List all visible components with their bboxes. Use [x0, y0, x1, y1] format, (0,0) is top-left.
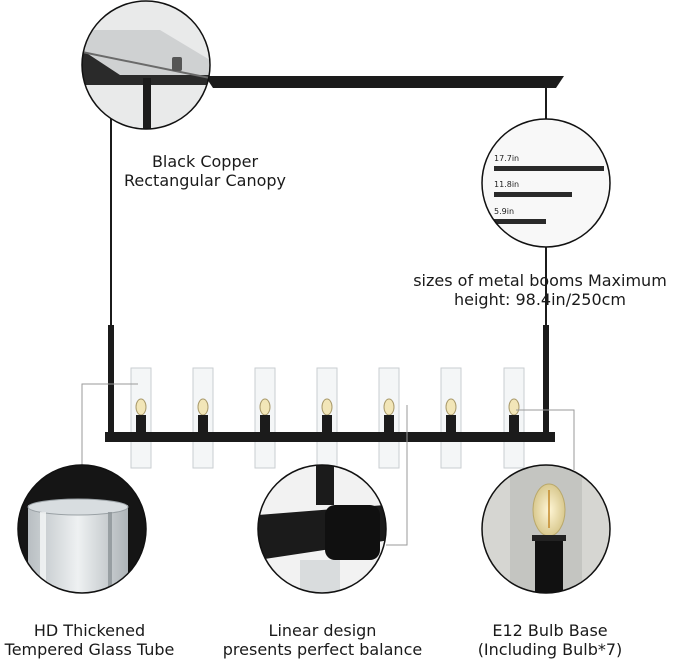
glass-caption-line2: Tempered Glass Tube [4, 640, 175, 659]
light-fixture-3 [254, 367, 276, 469]
bulb [383, 398, 395, 416]
bulb-caption-line1: E12 Bulb Base [492, 621, 608, 640]
bulb-socket [322, 415, 332, 433]
glass-caption: HD Thickened Tempered Glass Tube [2, 621, 177, 659]
linear-caption-line2: presents perfect balance [222, 640, 423, 659]
linear-caption-line1: Linear design [268, 621, 377, 640]
bulb [321, 398, 333, 416]
glass-tube-detail-circle [17, 464, 147, 594]
light-fixture-6 [440, 367, 462, 469]
bulb [197, 398, 209, 416]
linear-caption: Linear design presents perfect balance [210, 621, 435, 659]
light-fixture-5 [378, 367, 400, 469]
canopy-caption: Black Copper Rectangular Canopy [110, 152, 300, 190]
light-fixture-4 [316, 367, 338, 469]
booms-caption: sizes of metal booms Maximum height: 98.… [410, 271, 670, 309]
rod-sleeve-right [543, 325, 549, 440]
light-fixtures [130, 367, 525, 469]
booms-caption-line1: sizes of metal booms Maximum [413, 271, 667, 290]
bulb-detail-circle [481, 464, 611, 594]
bulb-socket [136, 415, 146, 433]
booms-caption-line2: height: 98.4in/250cm [454, 290, 626, 309]
light-fixture-7 [503, 367, 525, 469]
light-fixture-1 [130, 367, 152, 469]
bulb-socket [446, 415, 456, 433]
bulb [445, 398, 457, 416]
linear-design-detail-circle [257, 464, 387, 594]
glass-caption-line1: HD Thickened [33, 621, 146, 640]
canopy-detail-circle [81, 0, 211, 130]
callout-leader-lines [81, 383, 575, 546]
bulb [259, 398, 271, 416]
bulb [135, 398, 147, 416]
boom-length-1: 17.7in [494, 154, 519, 163]
boom-length-2: 11.8in [494, 180, 519, 189]
canopy-caption-line1: Black Copper [151, 152, 259, 171]
bulb-caption-line2: (Including Bulb*7) [477, 640, 623, 659]
rod-sleeve-left [108, 325, 114, 440]
bulb-caption: E12 Bulb Base (Including Bulb*7) [465, 621, 635, 659]
bulb-socket [384, 415, 394, 433]
canopy-plate [205, 76, 564, 88]
bulb-socket [509, 415, 519, 433]
boom-length-3: 5.9in [494, 207, 514, 216]
bulb-socket [198, 415, 208, 433]
light-fixture-2 [192, 367, 214, 469]
booms-detail-circle: 17.7in 11.8in 5.9in [481, 118, 611, 248]
bulb-socket [260, 415, 270, 433]
canopy-caption-line2: Rectangular Canopy [124, 171, 286, 190]
main-fixture-bar [105, 432, 555, 442]
bulb [508, 398, 520, 416]
